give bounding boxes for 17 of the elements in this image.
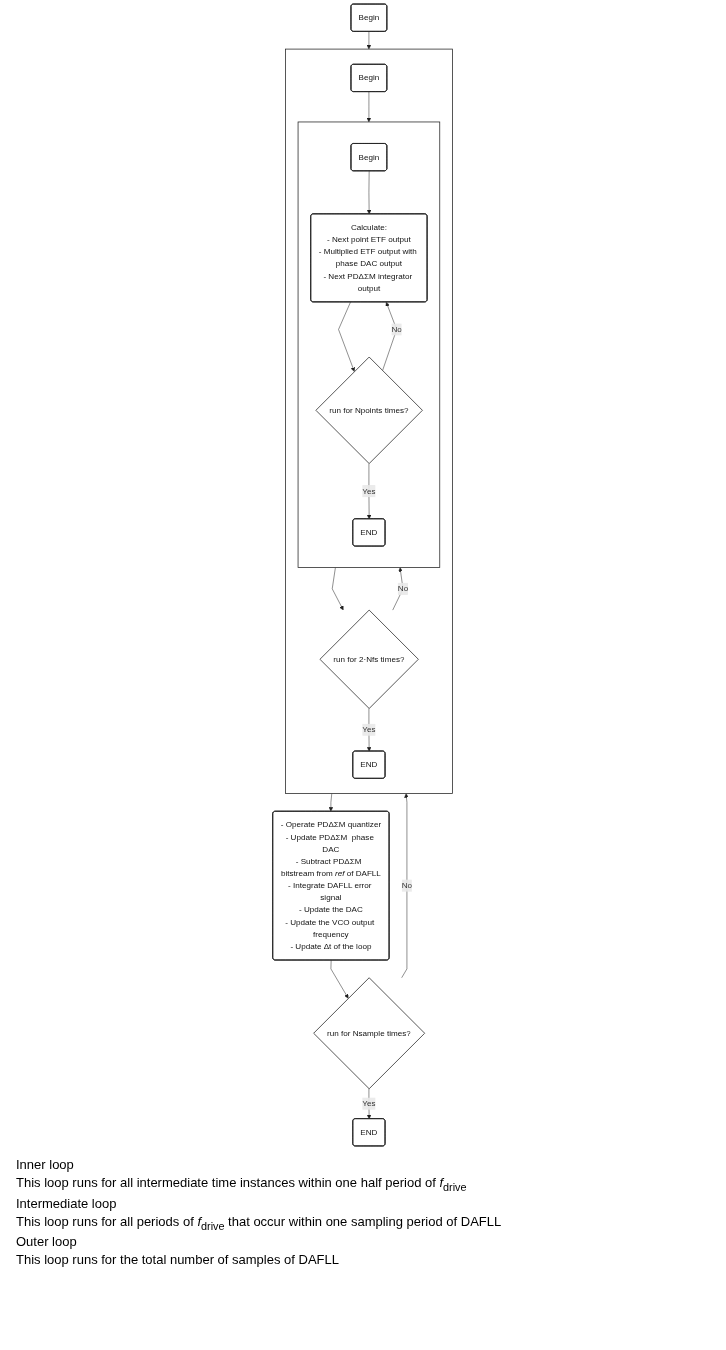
note-text: Outer loop [16, 1234, 78, 1250]
note-text: This loop runs for the total number of samples of DAFLL [16, 1252, 340, 1268]
node-diamond: run for Nsample times? [313, 977, 426, 1090]
node-diamond: run for Npoints times? [315, 356, 424, 464]
cluster [285, 48, 454, 794]
edge-label: Yes [362, 725, 376, 734]
edge-label: No [398, 584, 409, 593]
node-diamond: run for 2·Nfs times? [320, 609, 420, 709]
edge-label: No [402, 881, 413, 890]
edge-label: No [391, 324, 403, 334]
cluster [298, 121, 441, 568]
note-text: Intermediate loop [16, 1195, 118, 1211]
note-text: This loop runs for all periods of f$_{drive}$ that occur within one sampling period of DAFLL [16, 1213, 503, 1232]
edge-label: Yes [362, 1099, 376, 1108]
note-text: This loop runs for all intermediate time instances within one half period of f$_{drive}$ [16, 1175, 468, 1193]
note-text: Inner loop [16, 1157, 75, 1172]
edge-label: Yes [362, 486, 376, 496]
